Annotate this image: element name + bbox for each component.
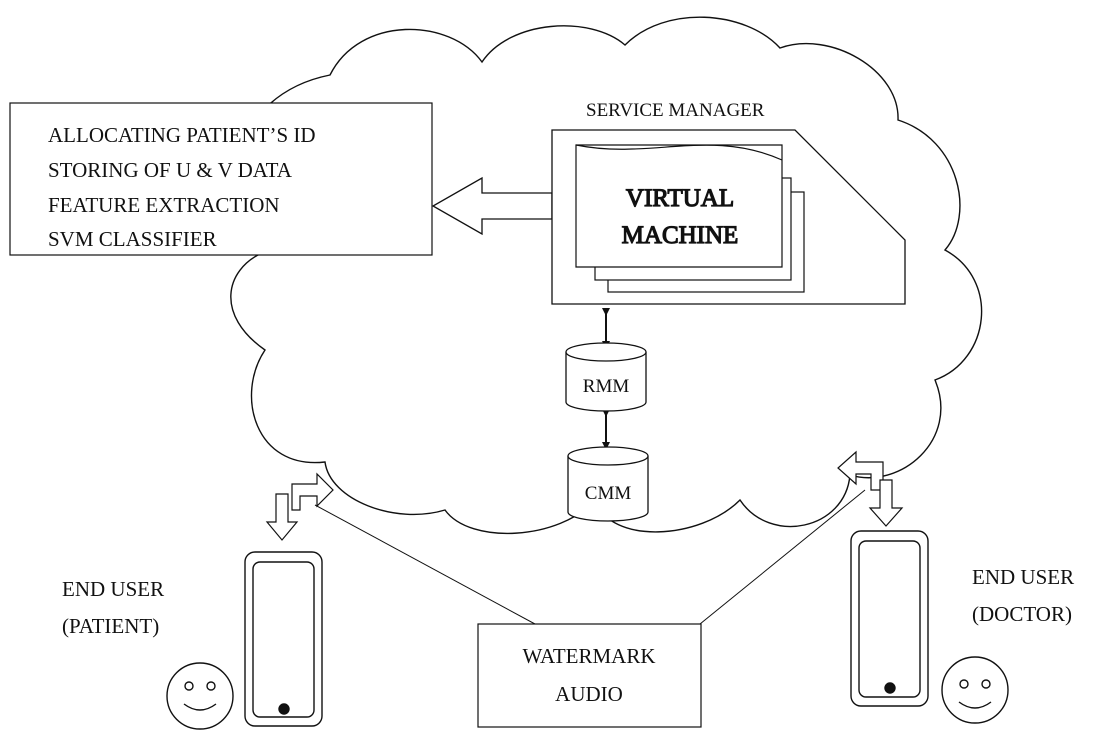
doctor-label-line-2: (DOCTOR) — [972, 602, 1072, 626]
service-manager-title: SERVICE MANAGER — [586, 100, 765, 121]
cmm-database-cylinder: CMM — [567, 446, 649, 522]
doctor-phone-icon — [850, 530, 929, 707]
function-line-svm-classifier: SVM CLASSIFIER — [48, 227, 217, 251]
cmm-label: CMM — [585, 483, 632, 504]
vm-label-line-2: MACHINE — [622, 222, 739, 249]
doctor-end-user-label: END USER (DOCTOR) — [972, 565, 1074, 626]
patient-smiley-icon — [166, 662, 234, 730]
hollow-arrow-left — [431, 176, 553, 236]
doctor-smiley-icon — [941, 656, 1009, 724]
doctor-bent-arrows — [837, 450, 904, 527]
functions-box: ALLOCATING PATIENT’S ID STORING OF U & V… — [9, 102, 433, 256]
patient-label-line-1: END USER — [62, 577, 164, 601]
function-line-feature-extraction: FEATURE EXTRACTION — [48, 193, 280, 217]
doctor-to-watermark-line — [699, 489, 866, 625]
rmm-label: RMM — [583, 376, 630, 397]
patient-label-line-2: (PATIENT) — [62, 614, 159, 638]
patient-bent-arrows — [265, 472, 334, 541]
function-line-storing-data: STORING OF U & V DATA — [48, 158, 293, 182]
patient-phone-icon — [244, 551, 323, 727]
vm-label-line-1: VIRTUAL — [626, 185, 734, 212]
watermark-line-2: AUDIO — [555, 682, 623, 706]
cloud-shape — [230, 16, 983, 535]
function-line-allocating-id: ALLOCATING PATIENT’S ID — [48, 123, 316, 147]
patient-to-watermark-line — [314, 504, 536, 625]
virtual-machine-stack: VIRTUAL MACHINE — [575, 144, 805, 293]
watermark-audio-box: WATERMARK AUDIO — [477, 623, 702, 728]
watermark-line-1: WATERMARK — [522, 644, 655, 668]
rmm-database-cylinder: RMM — [565, 342, 647, 412]
patient-end-user-label: END USER (PATIENT) — [62, 577, 164, 638]
doctor-label-line-1: END USER — [972, 565, 1074, 589]
